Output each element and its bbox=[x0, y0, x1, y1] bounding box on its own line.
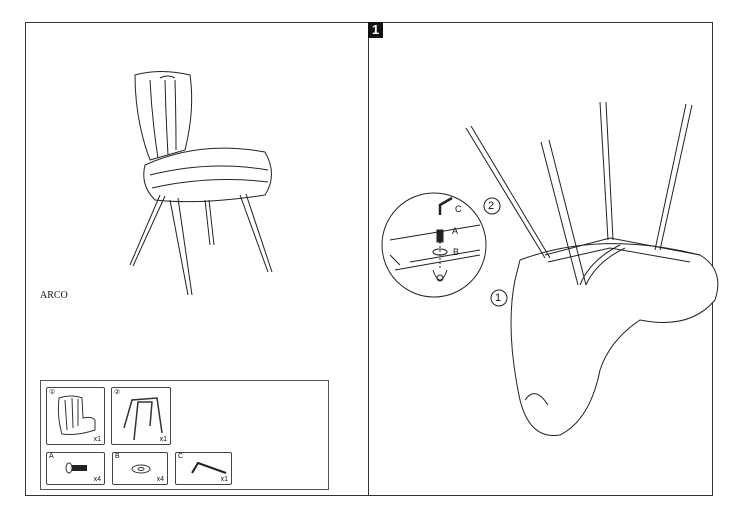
bolt-icon bbox=[65, 462, 87, 474]
leg-frame-icon bbox=[123, 397, 163, 441]
allen-key-icon bbox=[191, 461, 227, 474]
callout-frame: 2 bbox=[488, 200, 495, 212]
callout-seat: 1 bbox=[495, 292, 502, 304]
label-b: B bbox=[453, 247, 460, 257]
model-name: ARCO bbox=[40, 290, 68, 301]
step-number-badge: 1 bbox=[368, 22, 383, 38]
label-a: A bbox=[452, 226, 459, 236]
label-c: C bbox=[455, 204, 462, 214]
seat-icon bbox=[57, 395, 96, 435]
panel-divider bbox=[368, 22, 369, 496]
washer-icon bbox=[131, 464, 151, 474]
